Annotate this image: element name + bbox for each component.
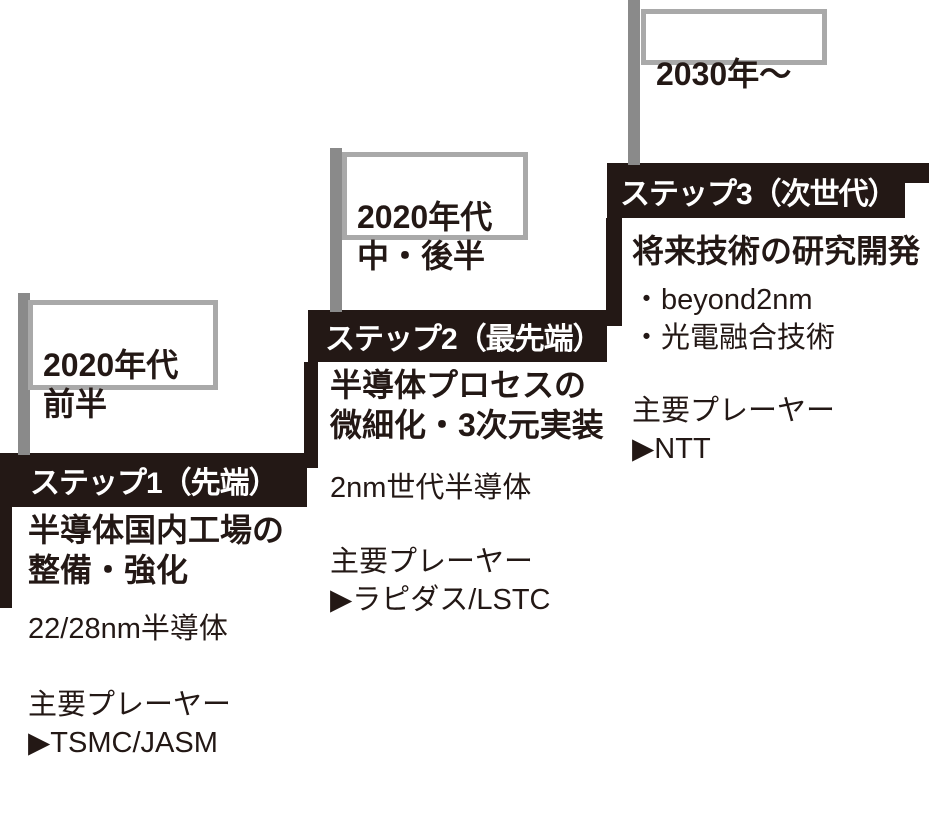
step2-bar: ステップ2（最先端）: [308, 310, 607, 362]
step2-title: 半導体プロセスの 微細化・3次元実装: [330, 367, 604, 443]
step1-title: 半導体国内工場の 整備・強化: [28, 512, 285, 588]
step1-period-label: 2020年代 前半: [43, 347, 179, 422]
step1-players: ▶TSMC/JASM: [28, 727, 218, 759]
step2-bar-label: ステップ2（最先端）: [325, 323, 603, 356]
step3-bar: ステップ3（次世代）: [607, 163, 905, 218]
step2-players-heading: 主要プレーヤー: [330, 546, 534, 578]
step1-descender: [0, 507, 12, 608]
step2-descender: [304, 362, 318, 455]
step2-flag-pole: [330, 148, 342, 312]
step3-players-heading: 主要プレーヤー: [632, 395, 836, 427]
step3-target: ・beyond2nm ・光電融合技術: [632, 284, 836, 354]
step3-descender: [606, 218, 622, 312]
step3-period-label: 2030年～: [656, 56, 792, 92]
step1-target: 22/28nm半導体: [28, 613, 228, 645]
step3-bar-label: ステップ3（次世代）: [620, 177, 898, 211]
step3-period-flag: 2030年～: [641, 9, 827, 92]
step1-bar-label: ステップ1（先端）: [30, 467, 279, 500]
step2-period-flag: 2020年代 中・後半: [342, 152, 528, 274]
step2-players: ▶ラピダス/LSTC: [330, 584, 551, 616]
step1-players-heading: 主要プレーヤー: [28, 689, 232, 721]
step1-period-flag: 2020年代 前半: [28, 300, 218, 422]
step1-bar: ステップ1（先端）: [0, 453, 307, 507]
step3-flag-pole: [628, 0, 640, 165]
step2-period-label: 2020年代 中・後半: [357, 199, 493, 274]
step1-flag-pole: [18, 293, 30, 455]
step3-players: ▶NTT: [632, 433, 711, 465]
step2-target: 2nm世代半導体: [330, 472, 532, 504]
step3-title: 将来技術の研究開発: [632, 233, 921, 269]
